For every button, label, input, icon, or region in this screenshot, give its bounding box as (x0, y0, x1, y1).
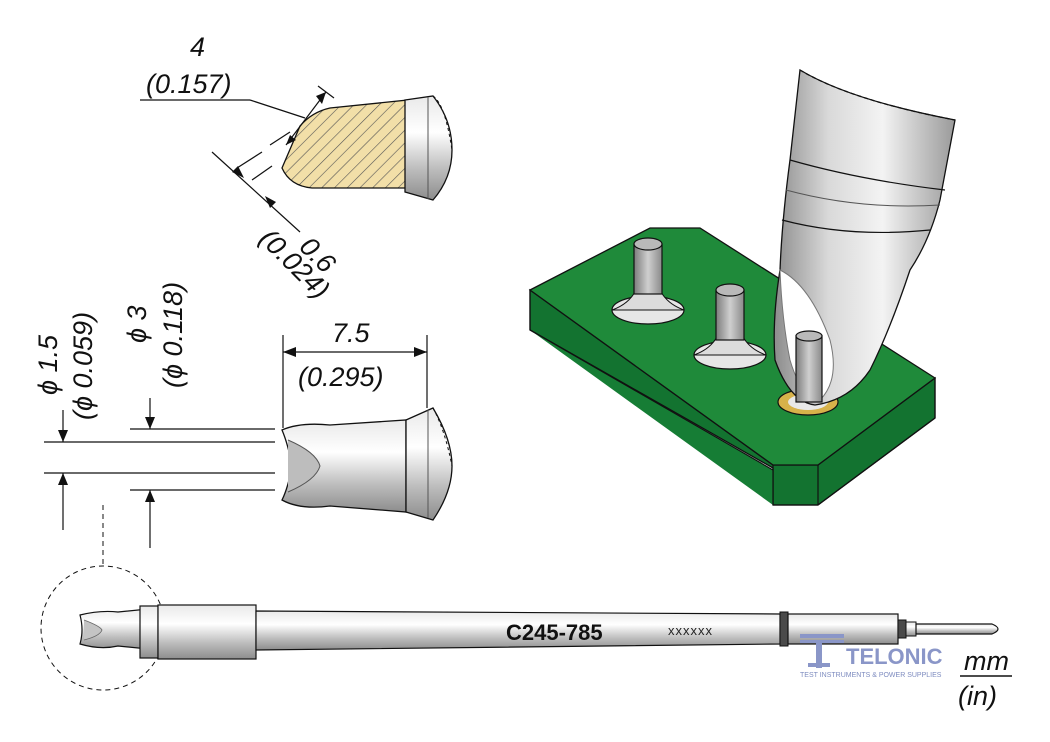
length-in-label: (0.295) (298, 362, 384, 392)
telonic-logo-mark (800, 634, 844, 668)
units-secondary-label: (in) (958, 681, 997, 711)
inner-diameter-mm-label: ϕ 1.5 (33, 334, 63, 395)
tip-width-mm-label: 4 (190, 32, 205, 62)
outer-diameter-mm-label: ϕ 3 (122, 305, 152, 343)
pcb-illustration (528, 68, 956, 506)
tip-width-in-label: (0.157) (146, 69, 232, 99)
cartridge-model-label: C245-785 (506, 620, 603, 645)
telonic-logo-text: TELONIC (846, 644, 943, 669)
outer-diameter-in-label: (ϕ 0.118) (158, 282, 188, 388)
side-view-shank (405, 407, 453, 521)
hatched-section (281, 99, 413, 189)
telonic-logo-tagline: TEST INSTRUMENTS & POWER SUPPLIES (800, 672, 942, 679)
length-mm-label: 7.5 (332, 318, 371, 348)
cartridge-view (40, 565, 999, 691)
cartridge-serial-label: xxxxxx (668, 623, 713, 638)
tip-cross-section (140, 85, 453, 233)
inner-diameter-in-label: (ϕ 0.059) (68, 312, 98, 420)
units-primary-label: mm (964, 646, 1009, 676)
tip-side-view (44, 335, 453, 565)
telonic-logo: TELONIC TEST INSTRUMENTS & POWER SUPPLIE… (800, 634, 943, 679)
